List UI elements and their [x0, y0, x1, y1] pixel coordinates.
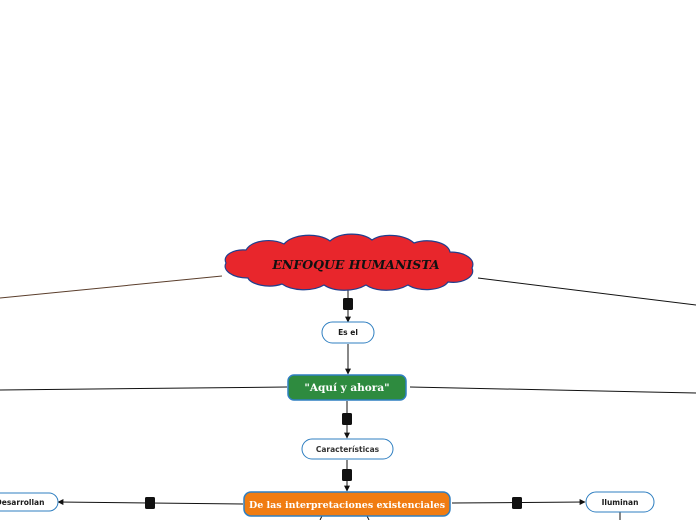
node-iluminan[interactable]: Iluminan — [585, 491, 655, 513]
connector-handle-3[interactable] — [342, 469, 352, 481]
connector-handle-4[interactable] — [145, 497, 155, 509]
node-es-el[interactable]: Es el — [321, 321, 375, 344]
node-es-el-label: Es el — [338, 328, 358, 337]
node-desarrollan[interactable]: Desarrollan — [0, 492, 59, 512]
connector-aqui-left — [0, 386, 288, 391]
connector-handle-2[interactable] — [342, 413, 352, 425]
node-interpretaciones[interactable]: De las interpretaciones existenciales — [243, 491, 451, 517]
node-desarrollan-box — [0, 492, 59, 512]
root-node[interactable]: ENFOQUE HUMANISTA — [224, 233, 474, 291]
connector-handle-5[interactable] — [512, 497, 522, 509]
node-aqui-y-ahora-box — [287, 374, 407, 401]
node-aqui-y-ahora[interactable]: "Aquí y ahora" — [287, 374, 407, 401]
node-aqui-y-ahora-label: "Aquí y ahora" — [304, 382, 389, 394]
node-interpretaciones-label: De las interpretaciones existenciales — [249, 500, 445, 511]
connector-root-left — [0, 275, 223, 299]
node-iluminan-box — [585, 491, 655, 513]
node-iluminan-label: Iluminan — [602, 498, 639, 507]
connector-root-right — [477, 277, 696, 306]
node-caracteristicas[interactable]: Características — [301, 438, 394, 460]
node-caracteristicas-box — [301, 438, 394, 460]
node-caracteristicas-label: Características — [316, 445, 380, 454]
root-label: ENFOQUE HUMANISTA — [271, 257, 440, 272]
node-desarrollan-label: Desarrollan — [0, 498, 44, 507]
root-cloud-shape — [224, 233, 474, 291]
connector-handle-1[interactable] — [343, 298, 353, 310]
connector-aqui-right — [409, 386, 696, 394]
node-es-el-box — [321, 321, 375, 344]
node-interpretaciones-box — [243, 491, 451, 517]
